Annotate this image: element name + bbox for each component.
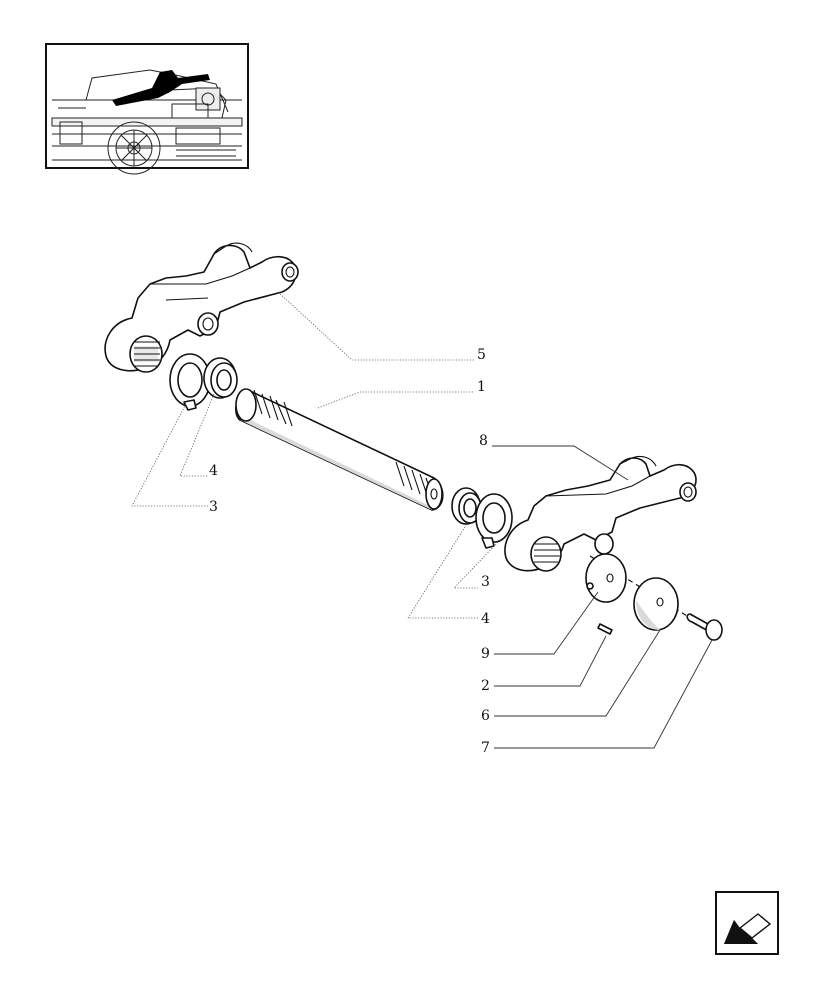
callout-4-right: 4 <box>481 611 490 627</box>
retaining-plate-9 <box>585 553 627 603</box>
circlip-3-right <box>475 493 513 549</box>
tractor-location-thumbnail[interactable] <box>45 43 249 175</box>
callout-labels: 5 1 4 3 8 3 4 9 2 6 7 <box>209 347 490 756</box>
callout-3-right: 3 <box>481 574 490 590</box>
callout-9: 9 <box>481 646 490 662</box>
lift-arm-left <box>104 242 299 373</box>
back-arrow-icon[interactable] <box>715 891 779 955</box>
spacer-ring-4-left <box>203 357 238 399</box>
circlip-3-left <box>169 353 211 411</box>
cross-shaft <box>235 388 444 511</box>
callout-1: 1 <box>477 379 486 395</box>
callout-2: 2 <box>481 678 490 694</box>
washer-6 <box>633 577 679 631</box>
callout-7: 7 <box>481 740 490 756</box>
bolt-7 <box>686 613 723 641</box>
leader-lines <box>131 291 713 749</box>
roll-pin-2 <box>597 623 613 635</box>
callout-6: 6 <box>481 708 490 724</box>
callout-8: 8 <box>479 433 488 449</box>
callout-3-left: 3 <box>209 499 218 515</box>
callout-4-left: 4 <box>209 463 218 479</box>
callout-5: 5 <box>477 347 486 363</box>
lift-arm-right <box>504 455 697 572</box>
